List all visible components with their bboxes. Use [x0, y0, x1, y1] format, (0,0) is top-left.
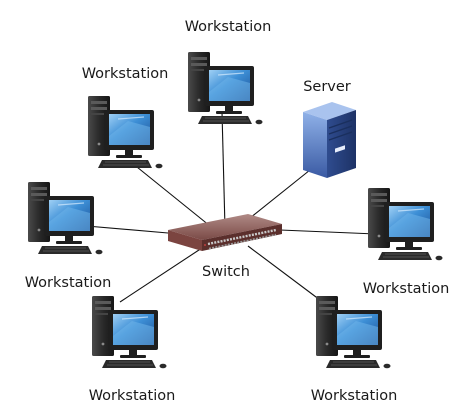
workstation-pc-icon	[27, 181, 104, 255]
workstation-top: Workstation	[185, 19, 272, 125]
workstation-pc-icon	[367, 187, 444, 261]
workstation-label: Workstation	[185, 19, 272, 35]
workstation-pc-icon	[187, 51, 264, 125]
network-switch-icon	[168, 214, 282, 251]
link-right-workstation	[279, 229, 377, 235]
switch-label: Switch	[202, 264, 250, 280]
workstation-label: Workstation	[363, 281, 450, 297]
workstation-pc-icon	[87, 95, 164, 169]
workstation-left: Workstation	[25, 181, 112, 291]
workstation-upper-left: Workstation	[82, 66, 169, 169]
workstation-label: Workstation	[311, 388, 398, 404]
workstation-right: Workstation	[363, 187, 450, 297]
workstation-label: Workstation	[82, 66, 169, 82]
switch-node: Switch	[168, 214, 282, 280]
link-lower-right-workstation	[247, 245, 321, 301]
link-upper-left-workstation	[131, 162, 216, 231]
workstation-pc-icon	[91, 295, 168, 369]
link-lower-left-workstation	[119, 245, 206, 303]
server-node: Server	[303, 79, 356, 178]
link-top-workstation	[221, 111, 226, 229]
workstation-label: Workstation	[89, 388, 176, 404]
server-label: Server	[303, 79, 351, 95]
workstation-label: Workstation	[25, 275, 112, 291]
workstation-pc-icon	[315, 295, 392, 369]
server-tower-icon	[303, 102, 356, 178]
workstation-lower-right: Workstation	[311, 295, 398, 404]
workstation-lower-left: Workstation	[89, 295, 176, 404]
